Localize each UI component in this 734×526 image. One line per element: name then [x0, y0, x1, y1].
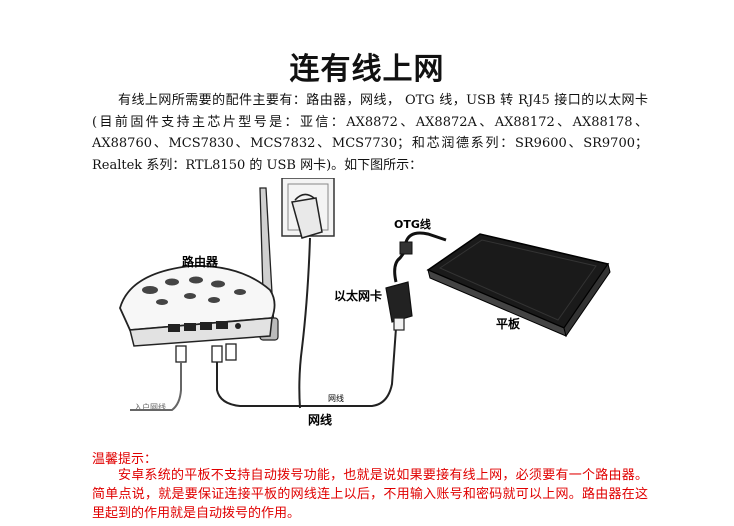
router-lan-plug — [211, 343, 237, 363]
power-adapter — [291, 193, 323, 239]
router-label: 路由器 — [182, 254, 219, 269]
network-cable — [216, 327, 397, 407]
inbound-plug — [130, 345, 187, 411]
tablet-label: 平板 — [496, 316, 521, 331]
cable-small-label: 网线 — [328, 393, 344, 403]
otg-cable — [404, 231, 447, 243]
tip-heading: 温馨提示： — [92, 452, 158, 467]
tip-body: 安卓系统的平板不支持自动拨号功能，也就是说如果要接有线上网，必须要有一个路由器。… — [92, 468, 648, 521]
power-cable — [298, 237, 311, 409]
connection-diagram: 路由器 入户网线 网线 网线 以太网卡 OTG线 平板 — [119, 178, 611, 427]
otg-label: OTG线 — [394, 217, 431, 231]
router — [119, 264, 276, 347]
inbound-cable-label: 入户网线 — [134, 402, 166, 412]
tablet — [426, 233, 611, 338]
cable-label: 网线 — [308, 412, 332, 427]
intro-paragraph: 有线上网所需要的配件主要有：路由器，网线， OTG 线，USB 转 RJ45 接… — [92, 93, 648, 173]
ethernet-adapter — [385, 241, 413, 331]
page-title: 连有线上网 — [289, 52, 445, 87]
ethernet-label: 以太网卡 — [334, 288, 382, 303]
